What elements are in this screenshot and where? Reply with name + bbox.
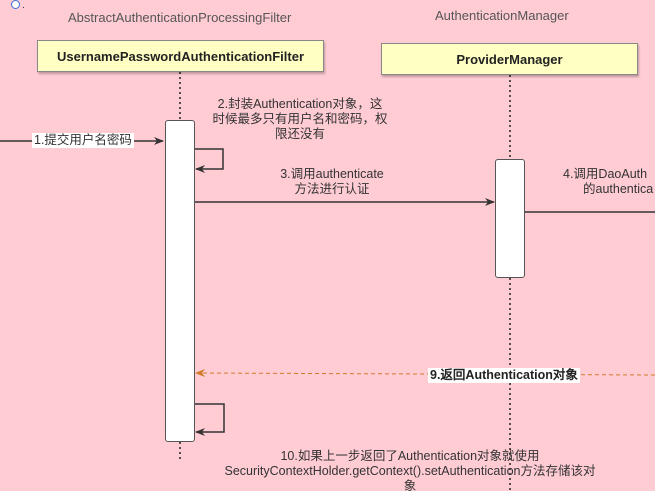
message-9-return-arrow — [195, 369, 655, 378]
message-2-line-2: 时候最多只有用户名和密码，权 — [212, 112, 388, 126]
message-3-label: 3.调用authenticate 方法进行认证 — [262, 167, 402, 197]
manager-activation[interactable] — [495, 159, 525, 278]
message-4-label: 4.调用DaoAuth 的authentica — [563, 167, 655, 197]
filter-stereotype: AbstractAuthenticationProcessingFilter — [68, 10, 292, 25]
message-10-line-1: 10.如果上一步返回了Authentication对象就使用 — [280, 449, 540, 463]
message-3-line-2: 方法进行认证 — [294, 182, 370, 196]
message-10-line-2: SecurityContextHolder.getContext().setAu… — [224, 464, 596, 478]
message-10-self-arrow — [195, 403, 225, 436]
circle-icon — [11, 0, 20, 9]
manager-stereotype: AuthenticationManager — [435, 8, 569, 23]
dot-marker: . — [22, 0, 25, 11]
message-2-self-arrow — [195, 148, 224, 173]
message-2-line-3: 限还没有 — [274, 127, 325, 141]
message-10-label: 10.如果上一步返回了Authentication对象就使用 SecurityC… — [190, 449, 630, 491]
message-2-line-1: 2.封装Authentication对象，这 — [217, 97, 383, 111]
message-4-line-1: 4.调用DaoAuth — [563, 167, 648, 181]
filter-activation[interactable] — [165, 120, 195, 442]
message-3-line-1: 3.调用authenticate — [280, 167, 384, 181]
message-9-label: 9.返回Authentication对象 — [428, 368, 580, 383]
filter-participant-name: UsernamePasswordAuthenticationFilter — [56, 48, 305, 64]
message-10-line-3: 象 — [403, 479, 417, 491]
message-4-line-2: 的authentica — [583, 182, 654, 196]
manager-participant-name: ProviderManager — [456, 51, 563, 67]
message-2-label: 2.封装Authentication对象，这 时候最多只有用户名和密码，权 限还… — [205, 97, 395, 142]
manager-participant-box[interactable]: ProviderManager — [381, 43, 638, 75]
filter-participant-box[interactable]: UsernamePasswordAuthenticationFilter — [37, 40, 324, 72]
message-1-label: 1.提交用户名密码 — [32, 133, 134, 148]
